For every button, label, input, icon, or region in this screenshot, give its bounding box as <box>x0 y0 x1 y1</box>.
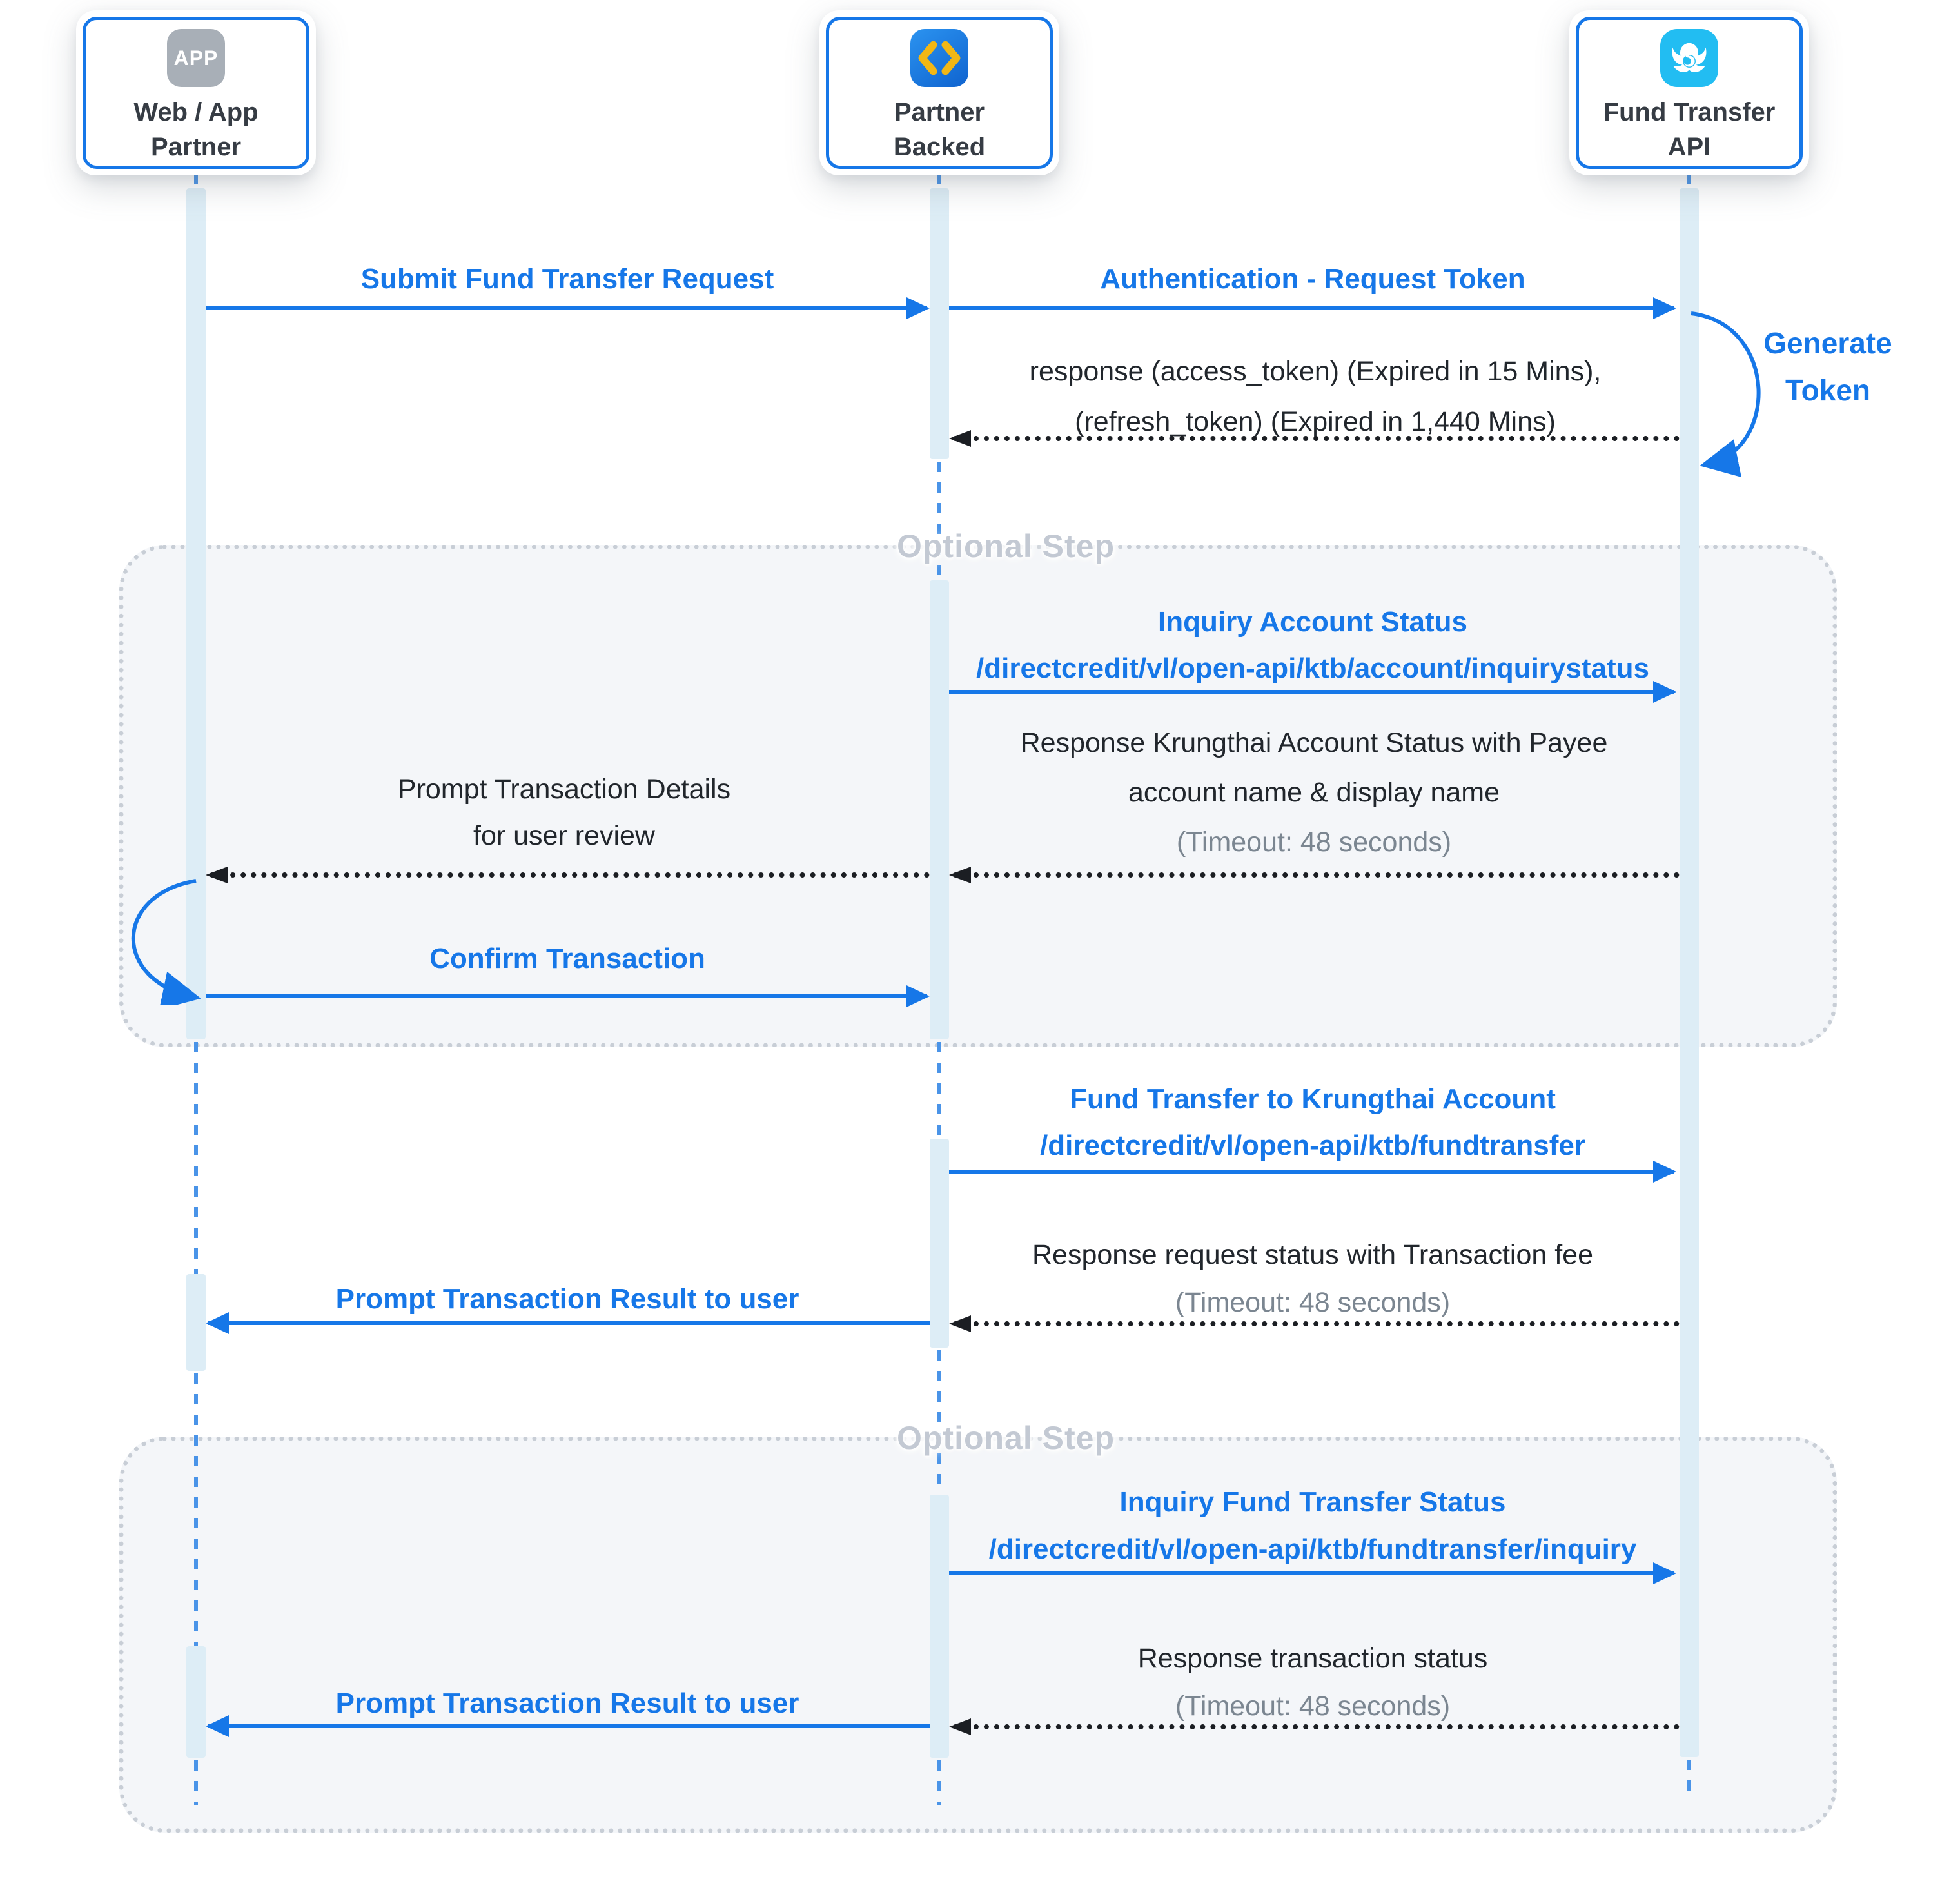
lifeline-web-app-partner <box>194 1760 198 1805</box>
activation-partner-backed <box>930 580 949 1039</box>
app-badge-text: APP <box>173 46 219 70</box>
lifeline-web-app-partner <box>194 1373 198 1646</box>
actor-web-app-partner: APP Web / App Partner <box>76 10 316 175</box>
message-fund-transfer-path: /directcredit/vl/open-api/ktb/fundtransf… <box>1040 1130 1585 1161</box>
activation-web-app-partner <box>186 188 206 1039</box>
prompt-transaction-details-text: for user review <box>473 820 655 851</box>
actor-fund-transfer-api: Fund Transfer API <box>1569 10 1809 175</box>
inquiry-account-response-timeout: (Timeout: 48 seconds) <box>1176 827 1452 858</box>
message-inquiry-fund-transfer-status-path: /directcredit/vl/open-api/ktb/fundtransf… <box>988 1533 1637 1565</box>
optional-step-label: Optional Step <box>897 1420 1115 1456</box>
arrow-inquiry-fund-transfer-status <box>949 1562 1676 1584</box>
actor-label-line: Backed <box>893 133 986 161</box>
transaction-status-response-timeout: (Timeout: 48 seconds) <box>1175 1691 1451 1722</box>
arrow-submit-fund-transfer-request <box>206 297 930 319</box>
message-confirm-transaction: Confirm Transaction <box>429 943 705 974</box>
arrow-prompt-transaction-details <box>206 867 930 883</box>
arrow-prompt-transaction-result <box>206 1312 930 1334</box>
actor-label: Fund Transfer API <box>1603 95 1776 164</box>
generate-token-label: Token <box>1785 373 1871 407</box>
arrow-fund-transfer-response <box>949 1315 1680 1332</box>
lifeline-partner-backed <box>937 1350 941 1495</box>
transaction-status-response-text: Response transaction status <box>1137 1643 1488 1674</box>
lifeline-partner-backed <box>937 1042 941 1139</box>
auth-response-text: response (access_token) (Expired in 15 M… <box>1029 356 1602 387</box>
message-inquiry-fund-transfer-status: Inquiry Fund Transfer Status <box>1119 1486 1506 1518</box>
lifeline-web-app-partner <box>194 174 198 188</box>
message-inquiry-account-status: Inquiry Account Status <box>1158 606 1467 638</box>
activation-partner-backed <box>930 1139 949 1348</box>
activation-web-app-partner <box>186 1274 206 1371</box>
user-review-loop-arrow <box>131 879 201 1005</box>
optional-step-box-inquiry-transfer <box>119 1437 1837 1833</box>
app-badge-icon: APP <box>167 29 225 87</box>
generate-token-loop-arrow <box>1690 311 1761 477</box>
message-fund-transfer: Fund Transfer to Krungthai Account <box>1070 1083 1556 1115</box>
message-submit-fund-transfer-request: Submit Fund Transfer Request <box>360 263 774 295</box>
arrow-fund-transfer <box>949 1161 1676 1183</box>
message-inquiry-account-status-path: /directcredit/vl/open-api/ktb/account/in… <box>976 653 1649 684</box>
arrow-inquiry-account-response <box>949 867 1680 883</box>
actor-partner-backed: Partner Backed <box>819 10 1059 175</box>
arrow-inquiry-account-status <box>949 681 1676 703</box>
actor-label-line: Fund Transfer <box>1603 98 1776 126</box>
optional-step-label: Optional Step <box>897 528 1115 564</box>
actor-label-line: Partner <box>150 133 242 161</box>
generate-token-label: Generate <box>1763 326 1892 360</box>
fund-transfer-response-text: Response request status with Transaction… <box>1032 1239 1594 1270</box>
code-icon <box>910 29 968 87</box>
actor-web-app-partner-box: APP Web / App Partner <box>83 17 309 169</box>
actor-label-line: Web / App <box>133 98 259 126</box>
actor-label: Web / App Partner <box>133 95 258 164</box>
arrow-authentication-request-token <box>949 297 1676 319</box>
krungthai-bird-glyph <box>1672 43 1707 72</box>
message-prompt-transaction-result-2: Prompt Transaction Result to user <box>335 1687 799 1719</box>
lifeline-web-app-partner <box>194 1042 198 1274</box>
lifeline-partner-backed <box>937 174 941 188</box>
message-prompt-transaction-result: Prompt Transaction Result to user <box>335 1283 799 1315</box>
prompt-transaction-details-text: Prompt Transaction Details <box>397 774 731 805</box>
actor-partner-backed-box: Partner Backed <box>826 17 1053 169</box>
auth-response-text: (refresh_token) (Expired in 1,440 Mins) <box>1075 406 1556 437</box>
arrow-prompt-transaction-result-2 <box>206 1715 930 1737</box>
actor-fund-transfer-api-box: Fund Transfer API <box>1576 17 1803 169</box>
actor-label: Partner Backed <box>894 95 985 164</box>
actor-label-line: API <box>1667 133 1711 161</box>
activation-partner-backed <box>930 188 949 459</box>
activation-web-app-partner <box>186 1646 206 1758</box>
krungthai-bird-logo-icon <box>1660 29 1718 87</box>
lifeline-fund-transfer-api <box>1687 174 1691 188</box>
optional-step-box-inquiry-account <box>119 545 1837 1047</box>
lifeline-fund-transfer-api <box>1687 1760 1691 1799</box>
actor-label-line: Partner <box>894 98 985 126</box>
message-authentication-request-token: Authentication - Request Token <box>1100 263 1525 295</box>
arrow-transaction-status-response <box>949 1718 1680 1735</box>
arrow-auth-response <box>949 430 1680 447</box>
code-chevrons-icon <box>918 41 961 75</box>
inquiry-account-response-text: Response Krungthai Account Status with P… <box>1020 727 1608 758</box>
lifeline-partner-backed <box>937 462 941 580</box>
inquiry-account-response-text: account name & display name <box>1128 777 1500 808</box>
arrow-confirm-transaction <box>206 985 930 1007</box>
lifeline-partner-backed <box>937 1760 941 1805</box>
activation-partner-backed <box>930 1495 949 1758</box>
activation-fund-transfer-api <box>1680 188 1699 1757</box>
fund-transfer-response-timeout: (Timeout: 48 seconds) <box>1175 1287 1451 1318</box>
